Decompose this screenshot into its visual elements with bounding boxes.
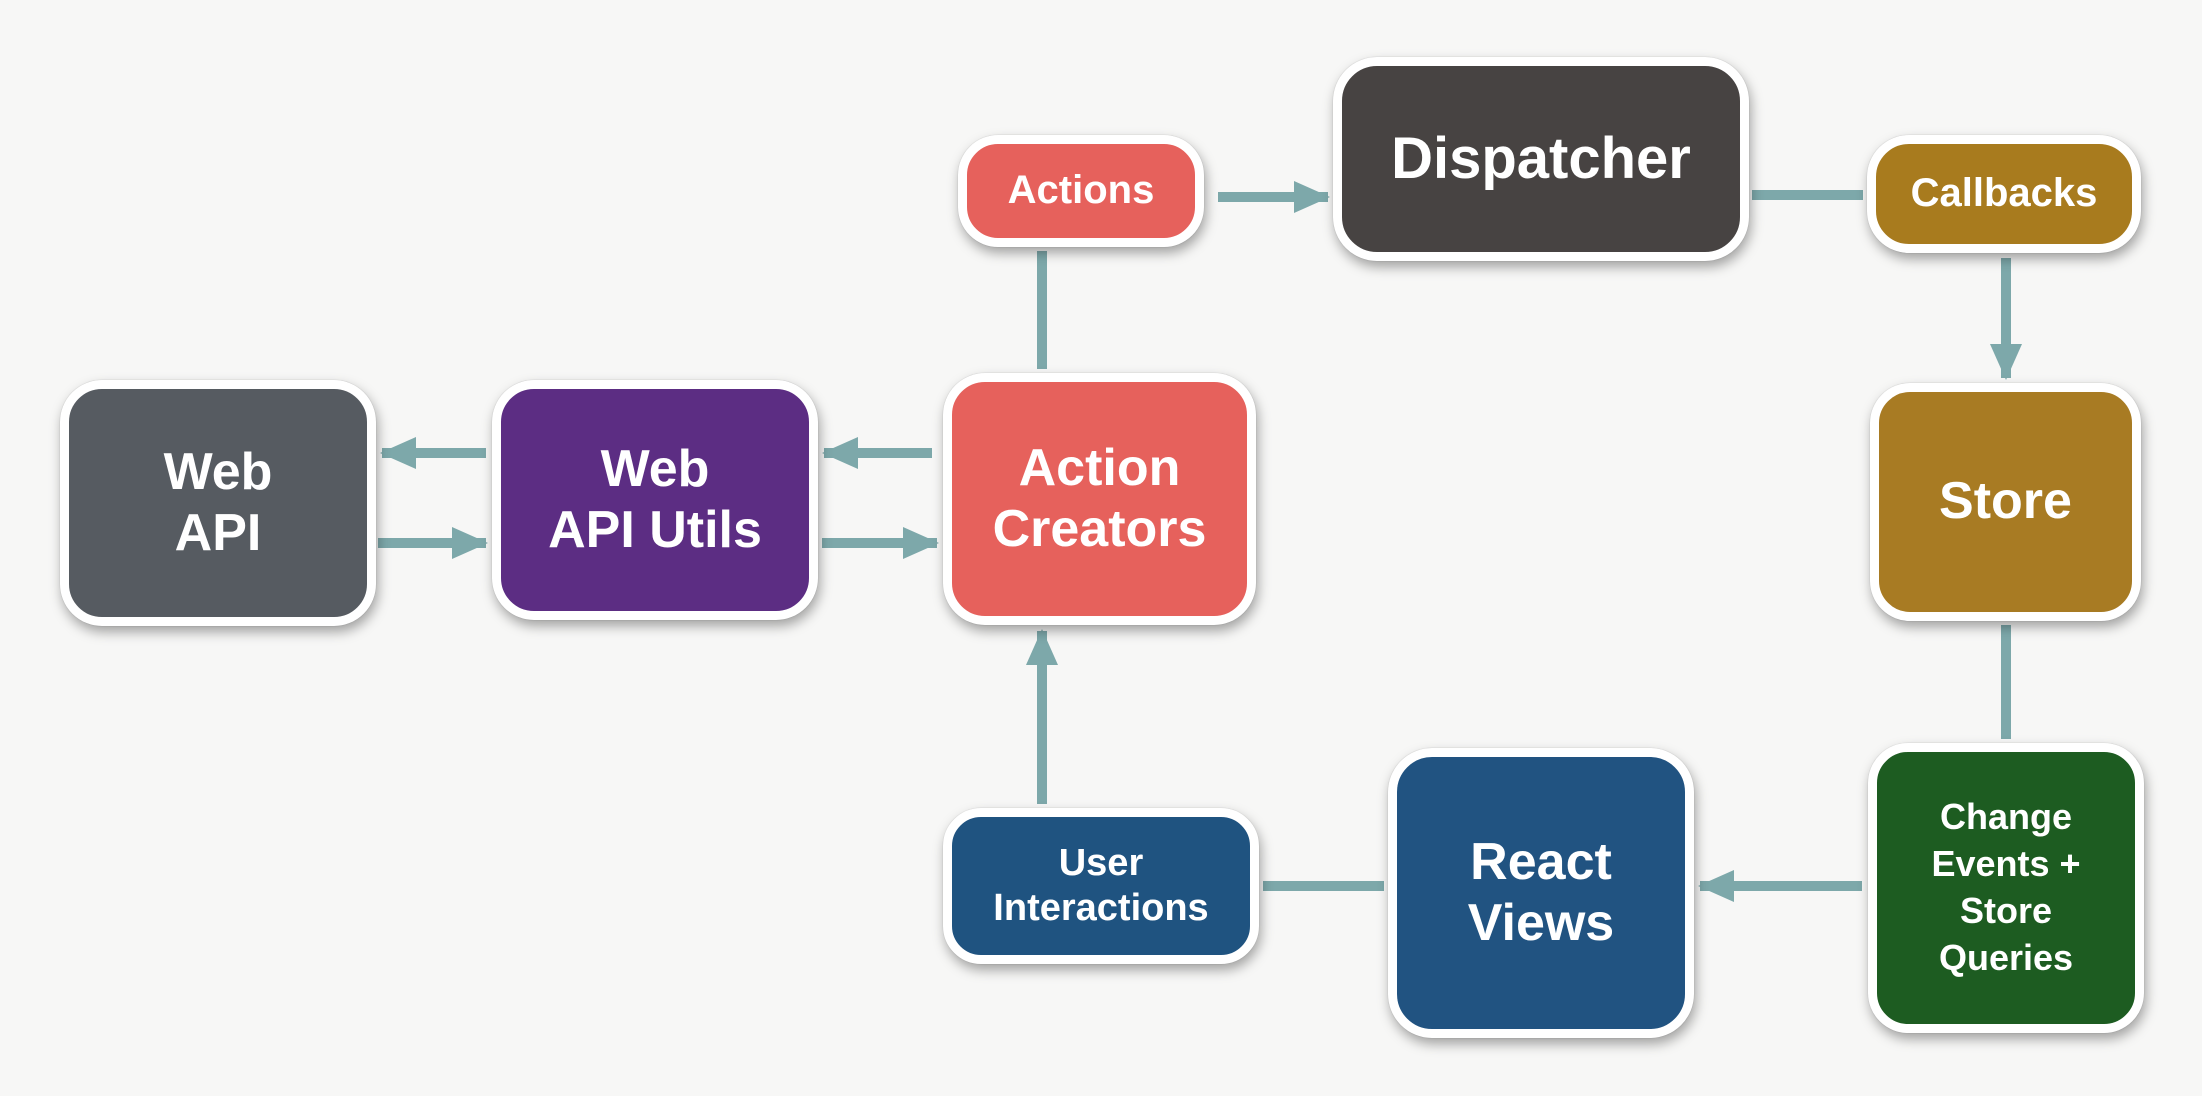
node-actions: Actions [958,135,1204,247]
node-dispatcher: Dispatcher [1333,57,1749,261]
node-callbacks: Callbacks [1867,135,2141,253]
node-dispatcher-label: Dispatcher [1391,125,1691,191]
node-actions-label: Actions [1007,168,1155,213]
node-callbacks-label: Callbacks [1910,171,2098,216]
node-user-interactions-label: User Interactions [993,842,1209,929]
node-action-creators-label: Action Creators [992,438,1207,558]
node-store: Store [1870,383,2141,621]
node-change-events: Change Events + Store Queries [1868,743,2144,1033]
node-change-events-label: Change Events + Store Queries [1931,796,2081,978]
node-user-interactions: User Interactions [943,808,1259,964]
node-react-views: React Views [1388,748,1694,1038]
node-store-label: Store [1939,472,2072,531]
node-web-api-label: Web API [163,442,273,562]
node-web-api: Web API [60,380,376,626]
node-web-api-utils-label: Web API Utils [548,439,762,559]
node-react-views-label: React Views [1467,832,1615,952]
node-web-api-utils: Web API Utils [492,380,818,620]
node-action-creators: Action Creators [943,373,1256,625]
